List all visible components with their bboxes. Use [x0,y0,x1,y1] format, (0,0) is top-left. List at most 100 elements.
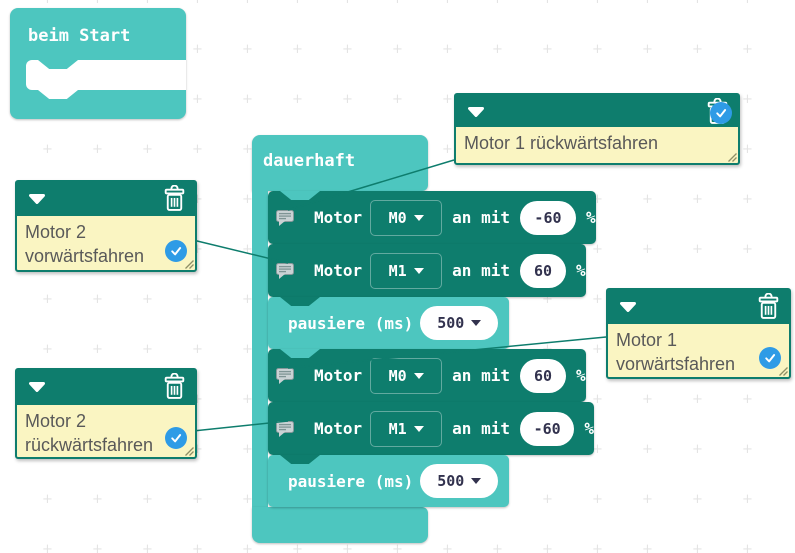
pausiere-block[interactable]: pausiere (ms) 500 [268,455,509,507]
workspace-comment[interactable]: Motor 1 rückwärtsfahren [454,93,740,165]
grid-cross: + [342,542,353,553]
pause-duration-dropdown[interactable]: 500 [420,306,499,340]
resize-handle-icon[interactable] [727,152,737,162]
comment-check-toggle[interactable] [759,347,781,369]
grid-cross: + [692,392,703,407]
speed-value-field[interactable]: -60 [519,200,576,235]
motor-port-value: M1 [388,419,407,438]
percent-label: % [584,419,594,438]
comment-icon[interactable] [276,262,294,279]
comment-icon[interactable] [276,209,294,226]
motor-block[interactable]: Motor M0 an mit 60 % [268,349,586,402]
percent-label: % [575,366,586,385]
pausiere-label: pausiere (ms) [288,313,414,333]
grid-cross: + [442,92,453,107]
grid-cross: + [742,42,753,57]
collapse-triangle-icon[interactable] [29,194,45,204]
grid-cross: + [242,342,253,357]
on-start-block[interactable]: beim Start [10,8,186,119]
collapse-triangle-icon[interactable] [620,302,636,312]
grid-cross: + [42,0,53,7]
grid-cross: + [242,292,253,307]
grid-cross: + [592,492,603,507]
dropdown-arrow-icon [471,320,482,326]
workspace-comment[interactable]: Motor 2 rückwärtsfahren [15,368,197,459]
grid-cross: + [442,142,453,157]
motor-block[interactable]: Motor M0 an mit -60 % [268,191,596,244]
grid-cross: + [642,442,653,457]
dropdown-arrow-icon [471,478,482,484]
motor-port-dropdown[interactable]: M1 [370,410,443,447]
forever-block-header[interactable]: dauerhaft [252,135,428,191]
resize-handle-icon[interactable] [184,259,194,269]
comment-text[interactable]: Motor 2 rückwärtsfahren [25,411,154,455]
grid-cross: + [592,542,603,553]
check-icon [171,247,182,256]
motor-port-dropdown[interactable]: M1 [370,252,443,289]
comment-header [17,370,195,405]
resize-handle-icon[interactable] [184,446,194,456]
comment-check-toggle[interactable] [165,240,187,262]
block-notch-tab [280,297,320,306]
an-mit-label: an mit [452,366,510,385]
grid-cross: + [142,0,153,7]
speed-value-field[interactable]: -60 [519,411,575,446]
forever-label: dauerhaft [263,151,356,171]
dropdown-arrow-icon [413,425,424,432]
speed-value-field[interactable]: 60 [519,253,566,288]
grid-cross: + [742,92,753,107]
comment-icon[interactable] [276,367,294,384]
grid-cross: + [742,542,753,553]
trash-icon[interactable] [756,293,781,320]
pause-duration-dropdown[interactable]: 500 [420,464,499,498]
grid-cross: + [542,292,553,307]
motor-word-label: Motor [314,261,363,280]
grid-cross: + [42,292,53,307]
grid-cross: + [592,0,603,7]
comment-header [17,182,195,216]
collapse-triangle-icon[interactable] [468,107,484,117]
motor-port-dropdown[interactable]: M0 [370,199,443,236]
trash-icon[interactable] [162,373,187,400]
resize-handle-icon[interactable] [778,366,788,376]
comment-text[interactable]: Motor 1 vorwärtsfahren [616,330,736,374]
workspace-comment[interactable]: Motor 2 vorwärtsfahren [15,180,197,272]
motor-block[interactable]: Motor M1 an mit 60 % [268,244,586,297]
comment-text[interactable]: Motor 1 rückwärtsfahren [464,133,659,153]
comment-text[interactable]: Motor 2 vorwärtsfahren [25,222,145,266]
grid-cross: + [692,42,703,57]
grid-cross: + [142,342,153,357]
grid-cross: + [92,342,103,357]
grid-cross: + [442,0,453,7]
motor-port-value: M0 [388,366,407,385]
speed-value-field[interactable]: 60 [519,358,566,393]
grid-cross: + [242,92,253,107]
grid-cross: + [642,392,653,407]
grid-cross: + [92,542,103,553]
grid-cross: + [492,542,503,553]
comment-icon[interactable] [276,420,294,437]
grid-cross: + [192,42,203,57]
speed-value: 60 [533,261,552,280]
grid-cross: + [592,42,603,57]
workspace-comment[interactable]: Motor 1 vorwärtsfahren [606,288,791,379]
motor-port-value: M0 [388,208,407,227]
grid-cross: + [442,542,453,553]
motor-port-dropdown[interactable]: M0 [370,357,443,394]
on-start-mouth [26,60,186,90]
grid-cross: + [142,542,153,553]
collapse-triangle-icon[interactable] [29,382,45,392]
grid-cross: + [742,0,753,7]
grid-cross: + [742,492,753,507]
speed-value: -60 [534,208,562,227]
trash-icon[interactable] [162,185,187,212]
pausiere-block[interactable]: pausiere (ms) 500 [268,297,509,349]
comment-check-toggle[interactable] [710,102,732,124]
comment-check-toggle[interactable] [165,427,187,449]
speed-value: -60 [533,419,561,438]
motor-block[interactable]: Motor M1 an mit -60 % [268,402,594,455]
grid-cross: + [242,442,253,457]
comment-header [608,290,789,324]
grid-cross: + [242,542,253,553]
